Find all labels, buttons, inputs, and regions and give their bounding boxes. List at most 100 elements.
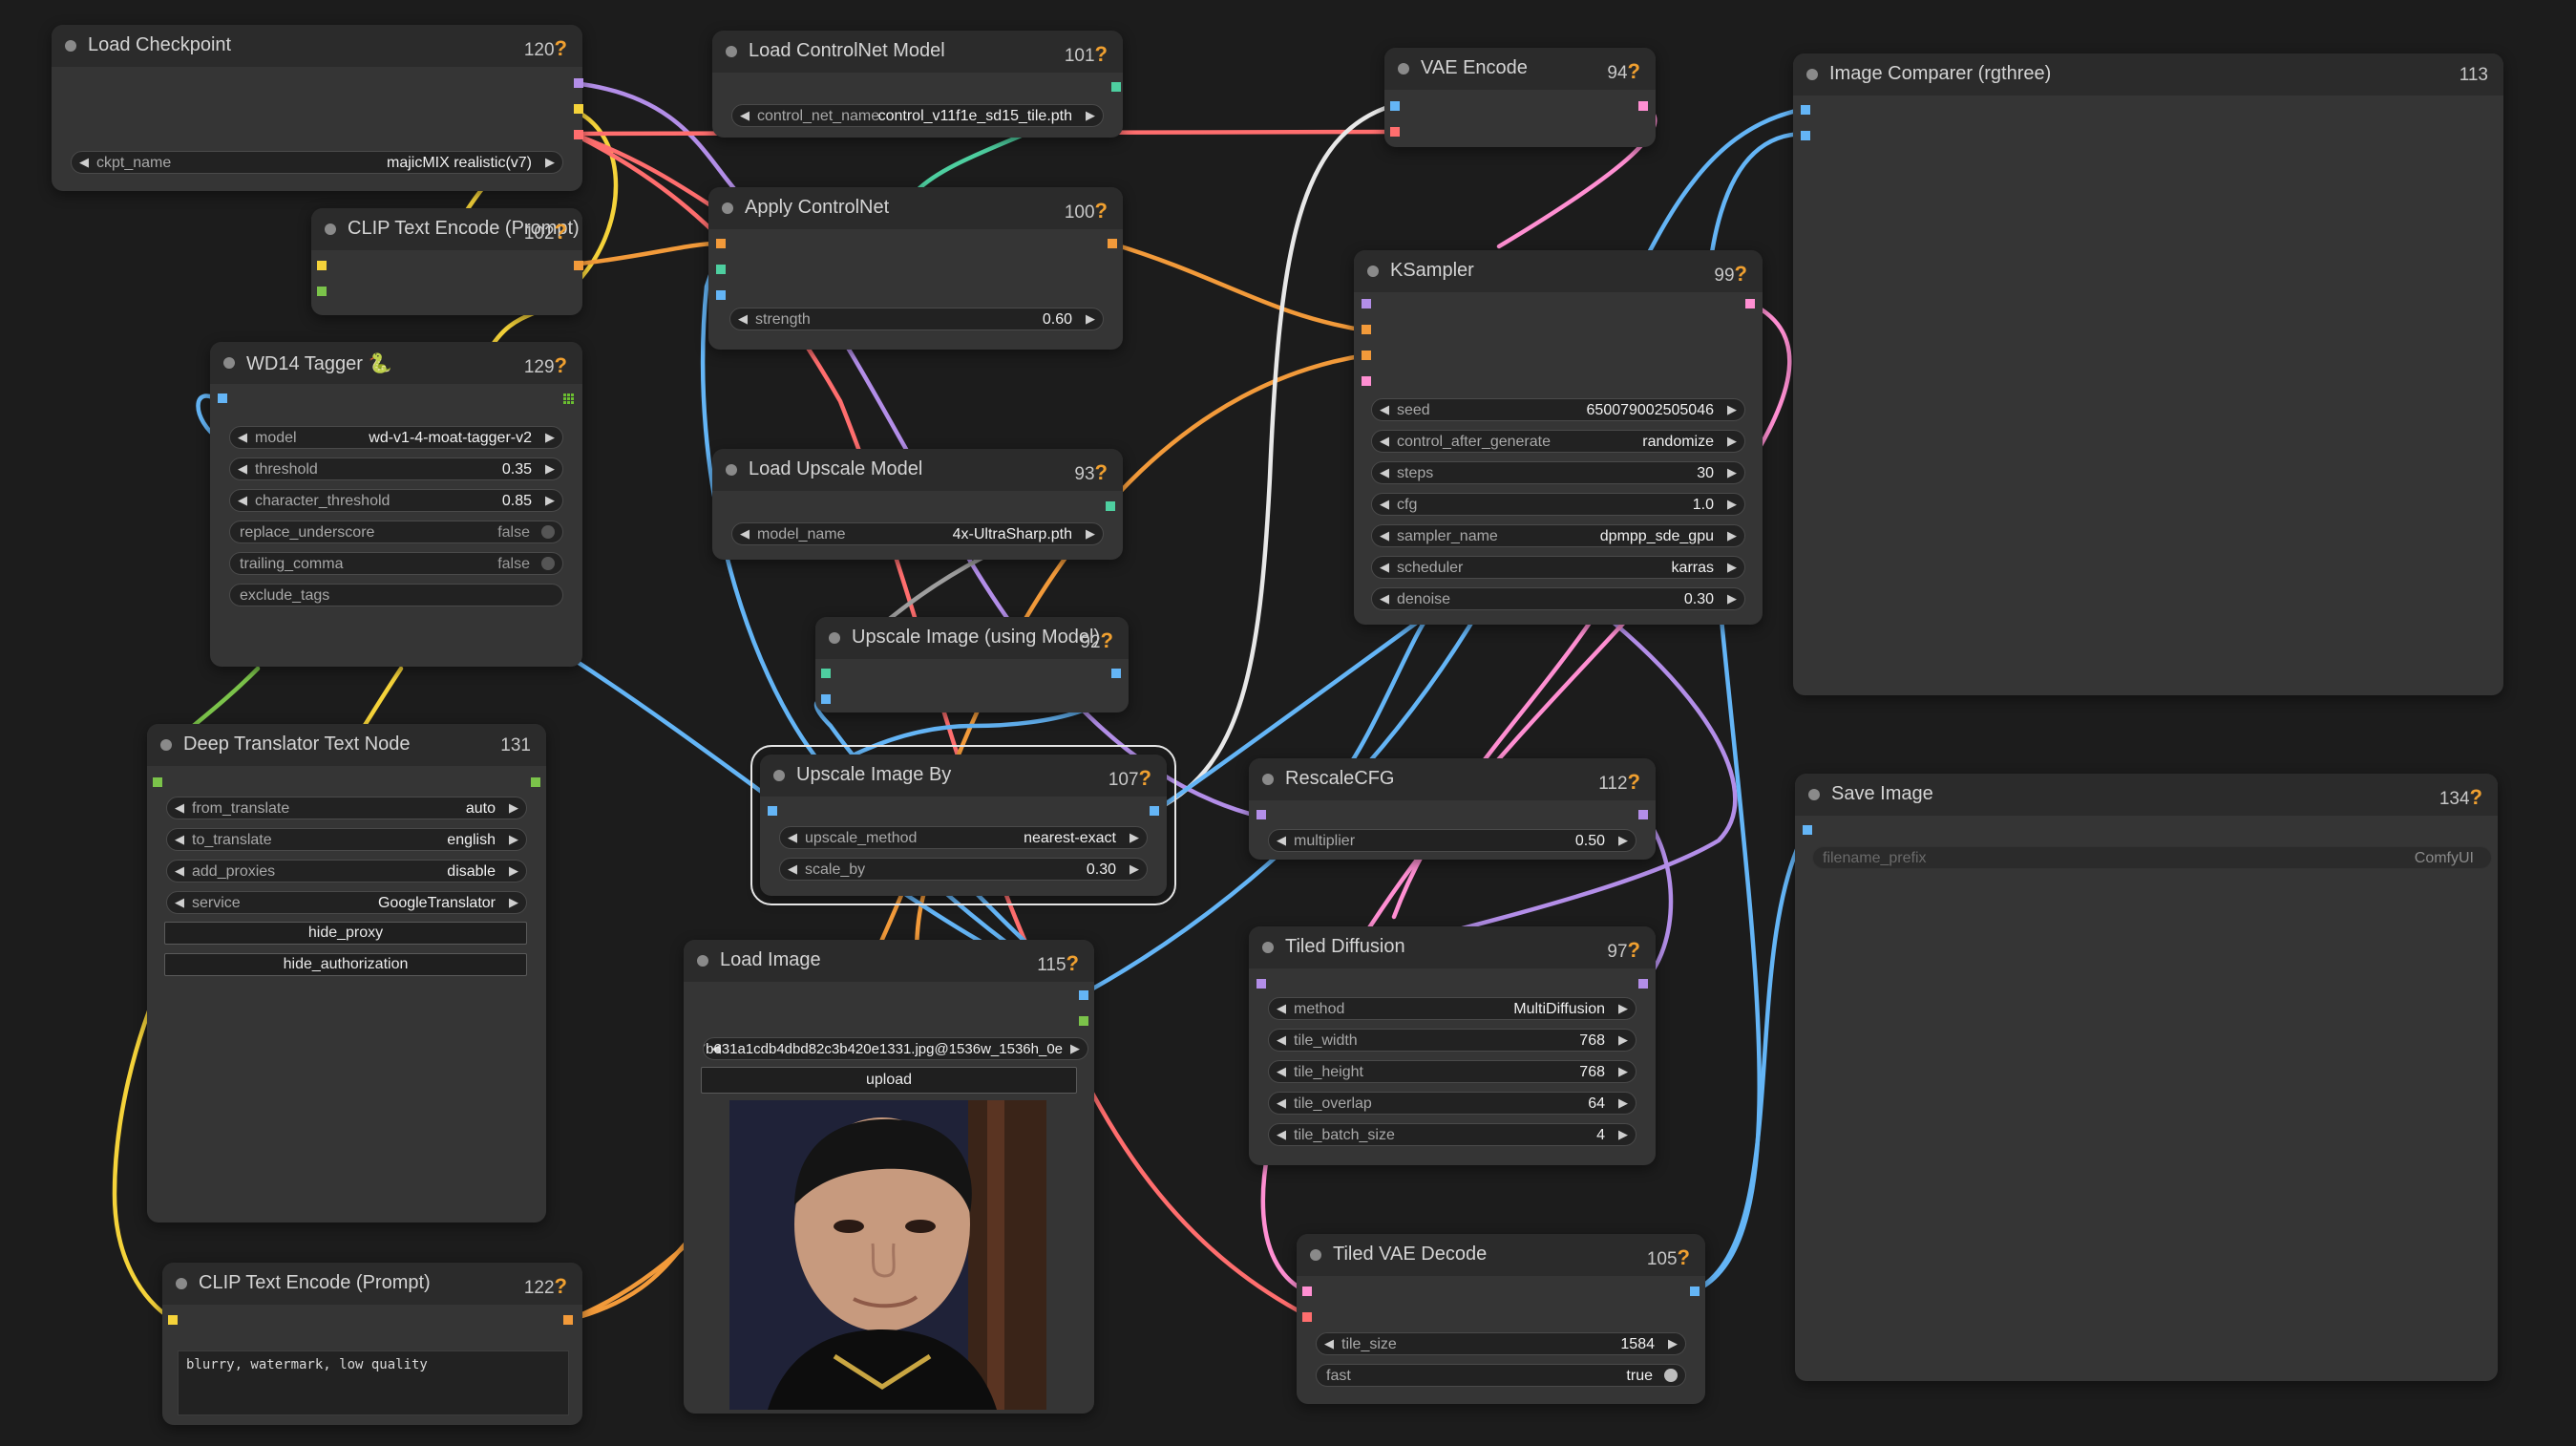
hide-authorization-button[interactable]: hide_authorization (164, 953, 527, 976)
node-header[interactable]: CLIP Text Encode (Prompt) 102? (311, 208, 582, 250)
arrow-right-icon[interactable]: ▶ (1086, 311, 1095, 326)
collapse-dot-icon[interactable] (722, 202, 733, 214)
arrow-left-icon[interactable]: ◀ (1277, 833, 1286, 847)
help-icon[interactable]: ? (1734, 262, 1747, 286)
collapse-dot-icon[interactable] (726, 464, 737, 476)
input-port-clip[interactable] (168, 1315, 178, 1325)
node-header[interactable]: Deep Translator Text Node 131 (147, 724, 546, 766)
arrow-left-icon[interactable]: ◀ (1324, 1336, 1334, 1350)
exclude-tags-input[interactable]: exclude_tags (229, 584, 563, 606)
help-icon[interactable]: ? (554, 1274, 567, 1298)
output-port-model[interactable] (1638, 810, 1648, 819)
output-port-vae[interactable] (574, 130, 583, 139)
collapse-dot-icon[interactable] (1398, 63, 1409, 74)
help-icon[interactable]: ? (1100, 628, 1113, 652)
upload-button[interactable]: upload (701, 1067, 1077, 1094)
help-icon[interactable]: ? (1094, 42, 1108, 66)
node-header[interactable]: Load Checkpoint 120? (52, 25, 582, 67)
node-rescale-cfg[interactable]: RescaleCFG 112? ◀ multiplier 0.50 ▶ (1249, 758, 1656, 860)
model-name-combo[interactable]: ◀ model_name 4x-UltraSharp.pth ▶ (731, 522, 1104, 545)
collapse-dot-icon[interactable] (176, 1278, 187, 1289)
toggle-knob-icon[interactable] (1664, 1369, 1678, 1382)
arrow-left-icon[interactable]: ◀ (1380, 591, 1389, 606)
arrow-left-icon[interactable]: ◀ (711, 1041, 721, 1055)
collapse-dot-icon[interactable] (773, 770, 785, 781)
arrow-left-icon[interactable]: ◀ (740, 526, 750, 541)
upscale-method-combo[interactable]: ◀ upscale_method nearest-exact ▶ (779, 826, 1148, 849)
arrow-right-icon[interactable]: ▶ (1618, 1127, 1628, 1141)
help-icon[interactable]: ? (1627, 938, 1640, 962)
arrow-left-icon[interactable]: ◀ (1380, 434, 1389, 448)
collapse-dot-icon[interactable] (726, 46, 737, 57)
node-header[interactable]: Tiled Diffusion 97? (1249, 926, 1656, 968)
arrow-right-icon[interactable]: ▶ (1727, 591, 1737, 606)
arrow-left-icon[interactable]: ◀ (1380, 497, 1389, 511)
collapse-dot-icon[interactable] (1262, 942, 1274, 953)
tile-height-number[interactable]: ◀ tile_height 768 ▶ (1268, 1060, 1636, 1083)
arrow-left-icon[interactable]: ◀ (175, 895, 184, 909)
image-file-combo[interactable]: ◀ 9feb2200a77b631a1cdb4dbd82c3b420e1331.… (703, 1037, 1088, 1060)
output-port-image[interactable] (1690, 1287, 1700, 1296)
output-port-model[interactable] (574, 78, 583, 88)
arrow-right-icon[interactable]: ▶ (1086, 526, 1095, 541)
node-load-controlnet[interactable]: Load ControlNet Model 101? ◀ control_net… (712, 31, 1123, 138)
arrow-left-icon[interactable]: ◀ (1277, 1127, 1286, 1141)
collapse-dot-icon[interactable] (160, 739, 172, 751)
steps-number[interactable]: ◀ steps 30 ▶ (1371, 461, 1745, 484)
arrow-right-icon[interactable]: ▶ (1618, 1095, 1628, 1110)
help-icon[interactable]: ? (1094, 199, 1108, 223)
filename-prefix-input[interactable]: filename_prefix ComfyUI (1812, 846, 2492, 869)
model-combo[interactable]: ◀ model wd-v1-4-moat-tagger-v2 ▶ (229, 426, 563, 449)
arrow-left-icon[interactable]: ◀ (175, 863, 184, 878)
input-port-model[interactable] (1362, 299, 1371, 308)
arrow-right-icon[interactable]: ▶ (1727, 528, 1737, 542)
node-header[interactable]: Load Upscale Model 93? (712, 449, 1123, 491)
add-proxies-combo[interactable]: ◀ add_proxies disable ▶ (166, 860, 527, 882)
node-header[interactable]: VAE Encode 94? (1384, 48, 1656, 90)
output-port-image[interactable] (1150, 806, 1159, 816)
output-port-image[interactable] (1079, 990, 1088, 1000)
method-combo[interactable]: ◀ method MultiDiffusion ▶ (1268, 997, 1636, 1020)
multiplier-number[interactable]: ◀ multiplier 0.50 ▶ (1268, 829, 1636, 852)
tile-batch-size-number[interactable]: ◀ tile_batch_size 4 ▶ (1268, 1123, 1636, 1146)
toggle-knob-icon[interactable] (541, 557, 555, 570)
help-icon[interactable]: ? (1066, 951, 1079, 975)
arrow-left-icon[interactable]: ◀ (1277, 1032, 1286, 1047)
node-ksampler[interactable]: KSampler 99? ◀ seed 650079002505046 ▶ ◀ … (1354, 250, 1763, 625)
arrow-right-icon[interactable]: ▶ (509, 800, 518, 815)
strength-number[interactable]: ◀ strength 0.60 ▶ (729, 308, 1104, 330)
denoise-number[interactable]: ◀ denoise 0.30 ▶ (1371, 587, 1745, 610)
sampler-name-combo[interactable]: ◀ sampler_name dpmpp_sde_gpu ▶ (1371, 524, 1745, 547)
input-port-latent[interactable] (1362, 376, 1371, 386)
output-port-latent[interactable] (1638, 101, 1648, 111)
input-port-model[interactable] (1256, 979, 1266, 989)
arrow-right-icon[interactable]: ▶ (1727, 434, 1737, 448)
control-net-name-combo[interactable]: ◀ control_net_name control_v11f1e_sd15_t… (731, 104, 1104, 127)
node-apply-controlnet[interactable]: Apply ControlNet 100? ◀ strength 0.60 ▶ (708, 187, 1123, 350)
help-icon[interactable]: ? (2469, 785, 2482, 809)
arrow-right-icon[interactable]: ▶ (1727, 465, 1737, 479)
collapse-dot-icon[interactable] (1808, 789, 1820, 800)
node-load-upscale-model[interactable]: Load Upscale Model 93? ◀ model_name 4x-U… (712, 449, 1123, 560)
output-port-upscale-model[interactable] (1106, 501, 1115, 511)
node-upscale-image-using-model[interactable]: Upscale Image (using Model) 92? (815, 617, 1129, 712)
arrow-left-icon[interactable]: ◀ (1380, 465, 1389, 479)
output-port-conditioning[interactable] (563, 1315, 573, 1325)
collapse-dot-icon[interactable] (1262, 774, 1274, 785)
tile-width-number[interactable]: ◀ tile_width 768 ▶ (1268, 1029, 1636, 1052)
arrow-right-icon[interactable]: ▶ (1070, 1041, 1080, 1055)
input-port-pixels[interactable] (1390, 101, 1400, 111)
arrow-right-icon[interactable]: ▶ (1618, 1064, 1628, 1078)
node-header[interactable]: RescaleCFG 112? (1249, 758, 1656, 800)
node-image-comparer[interactable]: Image Comparer (rgthree) 113 (1793, 53, 2503, 695)
arrow-right-icon[interactable]: ▶ (545, 430, 555, 444)
seed-number[interactable]: ◀ seed 650079002505046 ▶ (1371, 398, 1745, 421)
arrow-right-icon[interactable]: ▶ (1618, 1001, 1628, 1015)
arrow-left-icon[interactable]: ◀ (238, 430, 247, 444)
input-port-vae[interactable] (1302, 1312, 1312, 1322)
node-header[interactable]: CLIP Text Encode (Prompt) 122? (162, 1263, 582, 1305)
prompt-textarea[interactable]: blurry, watermark, low quality (178, 1350, 569, 1415)
collapse-dot-icon[interactable] (325, 223, 336, 235)
input-port-clip[interactable] (317, 261, 327, 270)
tile-size-number[interactable]: ◀ tile_size 1584 ▶ (1316, 1332, 1686, 1355)
